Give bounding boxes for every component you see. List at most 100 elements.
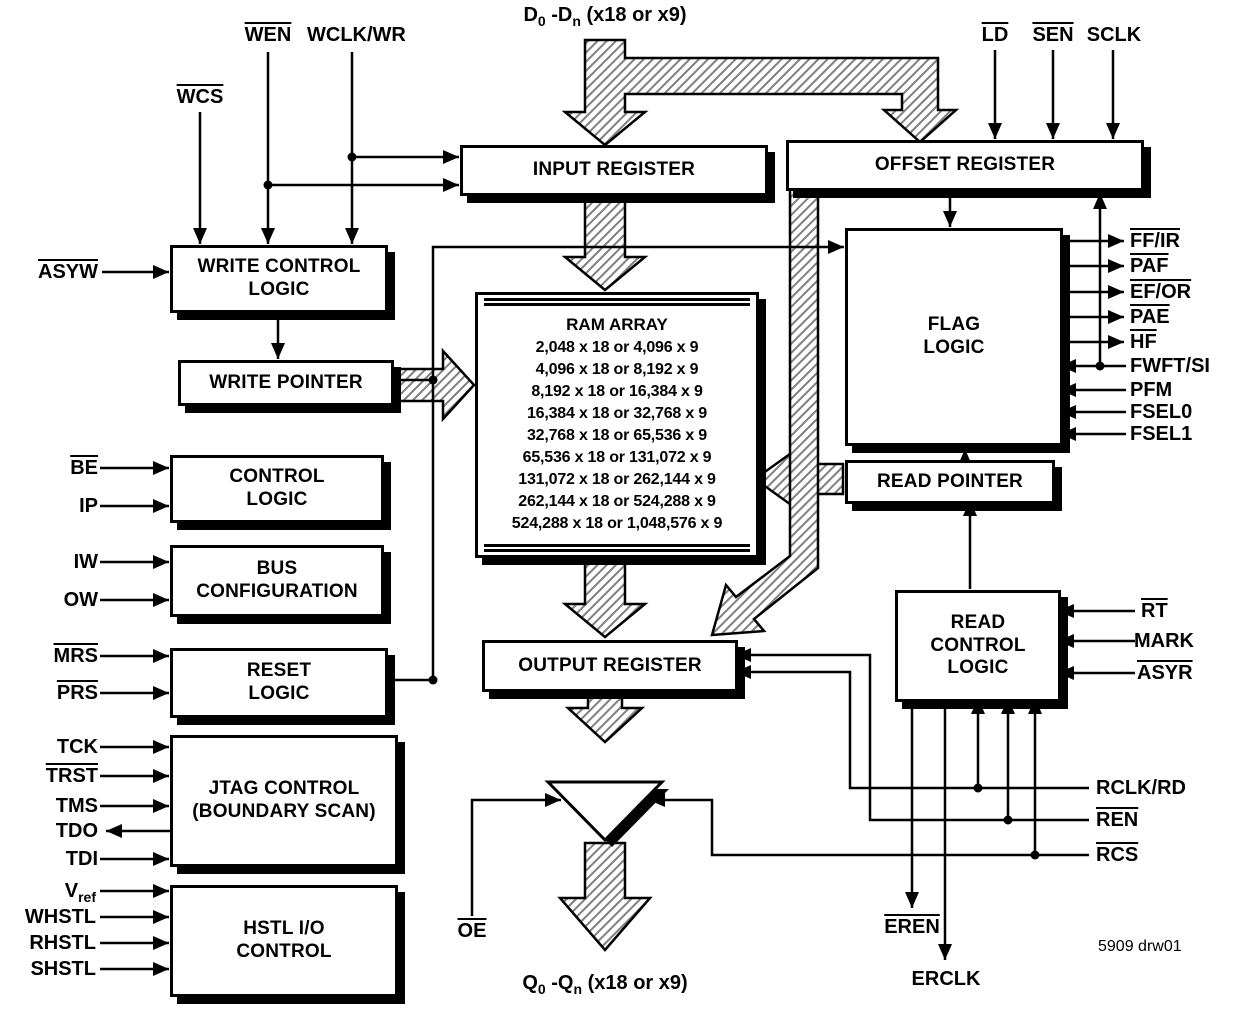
block-read-control-logic: READ CONTROL LOGIC	[895, 590, 1061, 702]
signal-fsel0: FSEL0	[1130, 401, 1193, 423]
signal-paf: PAF	[1130, 255, 1169, 277]
signal-oe: OE	[457, 920, 487, 942]
signal-rt: RT	[1141, 600, 1168, 622]
signal-pae: PAE	[1130, 306, 1170, 328]
signal-hf: HF	[1130, 331, 1157, 353]
block-label: HSTL I/O	[243, 918, 325, 940]
line-rclk-rd	[735, 665, 1089, 790]
signal-erclk: ERCLK	[911, 968, 981, 990]
arrow-input-register-to-ram	[561, 191, 649, 292]
signal-ef-or: EF/OR	[1130, 281, 1192, 303]
signal-fwft-si: FWFT/SI	[1130, 355, 1210, 377]
block-label: CONTROL	[930, 634, 1026, 656]
signal-pfm: PFM	[1130, 379, 1173, 401]
block-label: READ	[950, 611, 1006, 633]
signal-tms: TMS	[55, 795, 98, 817]
signal-sclk: SCLK	[1086, 24, 1142, 46]
signal-prs: PRS	[56, 682, 98, 704]
signal-data-in: D0 -Dn (x18 or x9)	[523, 4, 687, 29]
output-buffer-triangle	[544, 780, 666, 843]
block-bus-configuration: BUS CONFIGURATION	[170, 545, 384, 617]
signal-wcs: WCS	[176, 86, 224, 108]
signal-vref: Vref	[64, 880, 96, 905]
block-label: JTAG CONTROL	[208, 778, 360, 800]
signal-be: BE	[70, 457, 98, 479]
signal-rclk-rd: RCLK/RD	[1096, 777, 1186, 799]
block-write-pointer: WRITE POINTER	[178, 360, 394, 406]
signal-tck: TCK	[56, 736, 98, 758]
signal-asyw: ASYW	[38, 261, 98, 283]
ram-size-line: 524,288 x 18 or 1,048,576 x 9	[511, 515, 723, 532]
signal-ow: OW	[63, 589, 98, 611]
block-label: LOGIC	[923, 337, 985, 358]
control-signal-lines	[100, 50, 1135, 976]
line-ren	[735, 648, 1089, 822]
signal-ren: REN	[1096, 809, 1139, 831]
ram-size-line: 2,048 x 18 or 4,096 x 9	[535, 339, 699, 356]
signal-asyr: ASYR	[1137, 662, 1193, 684]
ram-body: RAM ARRAY 2,048 x 18 or 4,096 x 9 4,096 …	[478, 307, 756, 543]
block-label: WRITE CONTROL	[197, 256, 361, 278]
signal-rhstl: RHSTL	[29, 932, 96, 954]
output-buffer	[544, 780, 669, 847]
ram-size-line: 8,192 x 18 or 16,384 x 9	[531, 383, 703, 400]
signal-ld: LD	[981, 24, 1009, 46]
drawing-number: 5909 drw01	[1098, 938, 1182, 955]
signal-ip: IP	[79, 495, 98, 517]
ram-size-line: 32,768 x 18 or 65,536 x 9	[526, 427, 708, 444]
signal-eren: EREN	[884, 916, 940, 938]
block-read-pointer: READ POINTER	[845, 460, 1055, 504]
signal-mark: MARK	[1134, 630, 1194, 652]
block-label: RESET	[246, 660, 312, 682]
block-control-logic: CONTROL LOGIC	[170, 455, 384, 523]
ram-size-line: 16,384 x 18 or 32,768 x 9	[526, 405, 708, 422]
block-label: LOGIC	[947, 657, 1009, 679]
block-label: CONTROL	[236, 941, 332, 962]
block-label: LOGIC	[246, 489, 308, 510]
block-label: FLAG	[927, 314, 981, 336]
signal-wclk-wr: WCLK/WR	[307, 24, 406, 46]
signal-fsel1: FSEL1	[1130, 423, 1193, 445]
block-reset-logic: RESET LOGIC	[170, 648, 388, 718]
line-rcs	[649, 793, 1089, 857]
block-label: CONFIGURATION	[196, 581, 358, 602]
block-label: CONTROL	[229, 466, 325, 488]
ram-title: RAM ARRAY	[566, 315, 668, 334]
block-label: LOGIC	[248, 683, 310, 704]
arrow-din-to-input-and-offset-register	[561, 38, 960, 147]
signal-data-out: Q0 -Qn (x18 or x9)	[522, 972, 688, 997]
signal-mrs: MRS	[53, 645, 98, 667]
ram-rule	[484, 549, 750, 552]
block-hstl-io-control: HSTL I/O CONTROL	[170, 885, 398, 997]
ram-size-line: 262,144 x 18 or 524,288 x 9	[518, 493, 716, 510]
block-label: BUS	[256, 558, 298, 580]
block-label: LOGIC	[248, 279, 310, 300]
block-flag-logic: FLAG LOGIC	[845, 228, 1063, 446]
signal-tdi: TDI	[65, 848, 98, 870]
arrow-output-register-to-buffer	[564, 687, 646, 744]
arrow-offset-register-to-output-register	[710, 184, 820, 637]
signal-ff-ir: FF/IR	[1130, 230, 1180, 252]
line-net-to-flag-logic	[431, 240, 844, 680]
block-output-register: OUTPUT REGISTER	[482, 640, 738, 692]
ram-size-line: 131,072 x 18 or 262,144 x 9	[518, 471, 716, 488]
signal-sen: SEN	[1032, 24, 1074, 46]
signal-tdo: TDO	[55, 820, 98, 842]
block-jtag-control: JTAG CONTROL (BOUNDARY SCAN)	[170, 735, 398, 867]
signal-wen: WEN	[244, 24, 292, 46]
ram-rule	[484, 544, 750, 547]
ram-rule	[484, 303, 750, 306]
signal-whstl: WHSTL	[24, 906, 96, 928]
signal-trst: TRST	[45, 765, 98, 787]
ram-size-line: 65,536 x 18 or 131,072 x 9	[522, 449, 712, 466]
block-offset-register: OFFSET REGISTER	[786, 140, 1144, 191]
arrow-buffer-to-qout	[557, 841, 653, 952]
ram-rule	[484, 298, 750, 301]
signal-iw: IW	[73, 551, 98, 573]
arrow-ram-to-output-register	[561, 550, 649, 639]
block-label: (BOUNDARY SCAN)	[192, 801, 376, 822]
signal-shstl: SHSTL	[30, 958, 96, 980]
signal-rcs: RCS	[1096, 844, 1139, 866]
